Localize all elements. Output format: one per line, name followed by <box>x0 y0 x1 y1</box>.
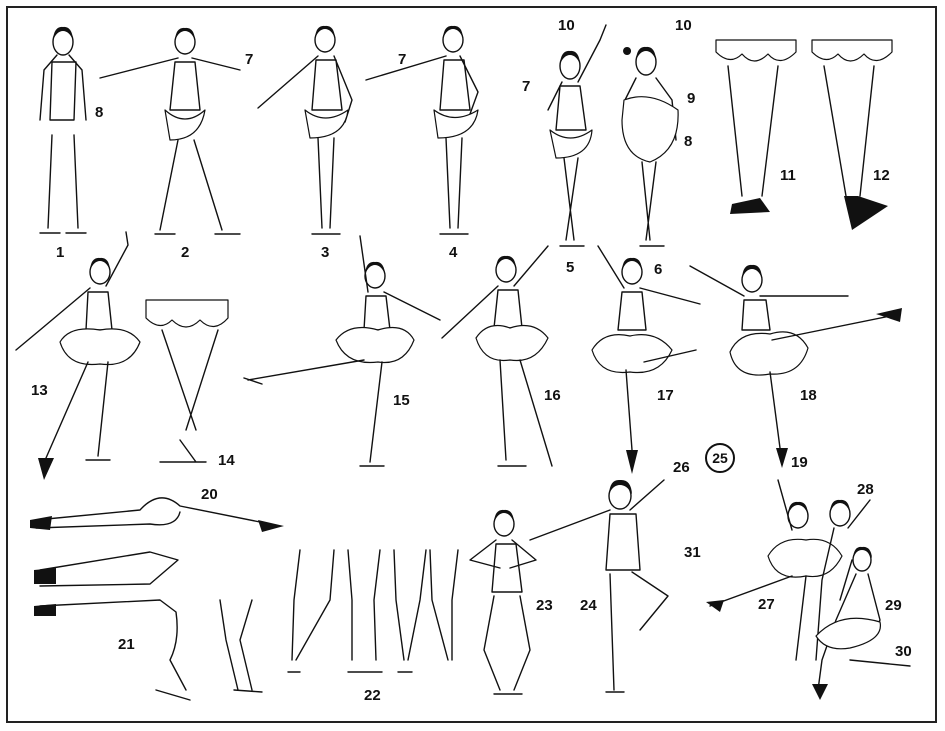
figure-label-8a: 8 <box>95 105 103 120</box>
figure-label-19: 19 <box>791 455 808 470</box>
figure-label-29: 29 <box>885 598 902 613</box>
figure-label-1: 1 <box>56 245 64 260</box>
figure-label-16: 16 <box>544 388 561 403</box>
figure-label-5: 5 <box>566 260 574 275</box>
figure-label-20: 20 <box>201 487 218 502</box>
figure-label-12: 12 <box>873 168 890 183</box>
figure-label-7a: 7 <box>245 52 253 67</box>
figure-label-18: 18 <box>800 388 817 403</box>
figure-label-7c: 7 <box>522 79 530 94</box>
figure-label-10b: 10 <box>675 18 692 33</box>
dancer-figure-2 <box>100 28 240 234</box>
figure-label-10a: 10 <box>558 18 575 33</box>
figure-label-6: 6 <box>654 262 662 277</box>
dancer-figure-13 <box>16 232 140 480</box>
dancer-figure-17 <box>592 246 700 474</box>
dancer-figure-16 <box>442 246 552 466</box>
dancer-figure-23 <box>470 510 536 694</box>
figure-label-3: 3 <box>321 245 329 260</box>
dancer-legs-12 <box>812 40 892 230</box>
dancer-figure-1 <box>40 27 86 233</box>
dancer-figure-15 <box>244 236 440 466</box>
figure-label-8b: 8 <box>684 134 692 149</box>
figure-label-27: 27 <box>758 597 775 612</box>
dancer-figure-22 <box>220 550 458 692</box>
dancer-figure-24 <box>530 480 668 692</box>
dancer-legs-14 <box>146 300 228 462</box>
dancer-group-27-30 <box>706 480 910 700</box>
figure-label-21: 21 <box>118 637 135 652</box>
dancer-figure-21 <box>34 552 190 700</box>
figure-label-15: 15 <box>393 393 410 408</box>
figure-label-2: 2 <box>181 245 189 260</box>
figure-label-4: 4 <box>449 245 457 260</box>
figure-label-17: 17 <box>657 388 674 403</box>
figure-label-30: 30 <box>895 644 912 659</box>
figure-label-28: 28 <box>857 482 874 497</box>
figure-label-24: 24 <box>580 598 597 613</box>
figure-label-25-circled: 25 <box>705 443 735 473</box>
figure-label-9: 9 <box>687 91 695 106</box>
dancer-figure-5 <box>548 25 606 246</box>
dancer-figure-20 <box>30 498 284 532</box>
dancer-figure-18 <box>690 265 902 468</box>
figure-label-31: 31 <box>684 545 701 560</box>
dancer-legs-11 <box>716 40 796 214</box>
figure-label-26: 26 <box>673 460 690 475</box>
figure-label-11: 11 <box>780 168 796 183</box>
figure-label-14: 14 <box>218 453 235 468</box>
dancer-figure-4 <box>366 26 478 234</box>
figure-label-13: 13 <box>31 383 48 398</box>
dancer-figure-3 <box>258 26 352 234</box>
figure-label-7b: 7 <box>398 52 406 67</box>
figure-label-23: 23 <box>536 598 553 613</box>
figure-label-22: 22 <box>364 688 381 703</box>
dancer-figure-6 <box>622 47 678 246</box>
